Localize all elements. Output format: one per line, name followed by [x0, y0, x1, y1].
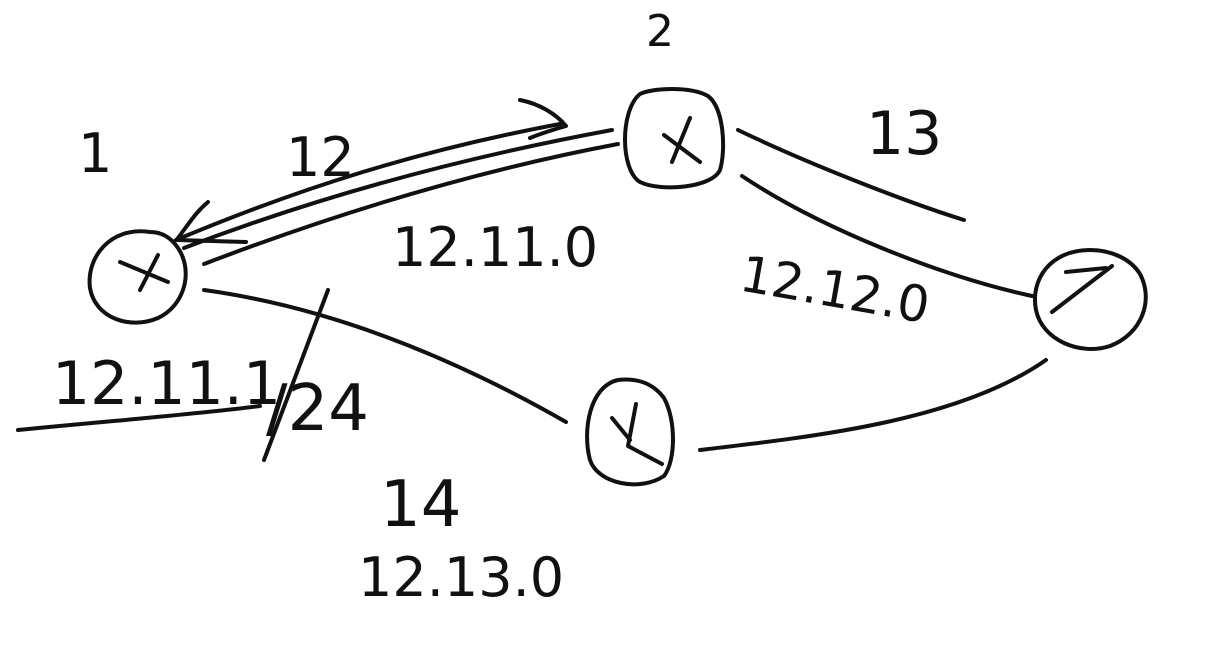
- router-3: [1033, 248, 1148, 351]
- interface-address: 12.11.1: [52, 349, 281, 419]
- link-2-3: [736, 128, 1034, 298]
- link-network-1-4: 12.13.0: [358, 546, 564, 609]
- router-1: [87, 229, 188, 325]
- node-label-router-2: 2: [646, 6, 674, 57]
- link-network-1-2: 12.11.0: [392, 216, 598, 279]
- router-2: [623, 87, 726, 190]
- link-cost-2-3: 13: [866, 99, 942, 169]
- link-1-4: [202, 288, 568, 424]
- link-cost-1-4: 14: [380, 468, 461, 542]
- interface-mask: /24: [266, 372, 369, 446]
- node-label-router-1: 1: [78, 122, 112, 185]
- interface-marks: [16, 288, 330, 462]
- router-4: [585, 377, 675, 487]
- link-cost-1-2: 12: [286, 126, 355, 189]
- link-4-3: [698, 358, 1048, 452]
- link-1-2: [174, 98, 620, 266]
